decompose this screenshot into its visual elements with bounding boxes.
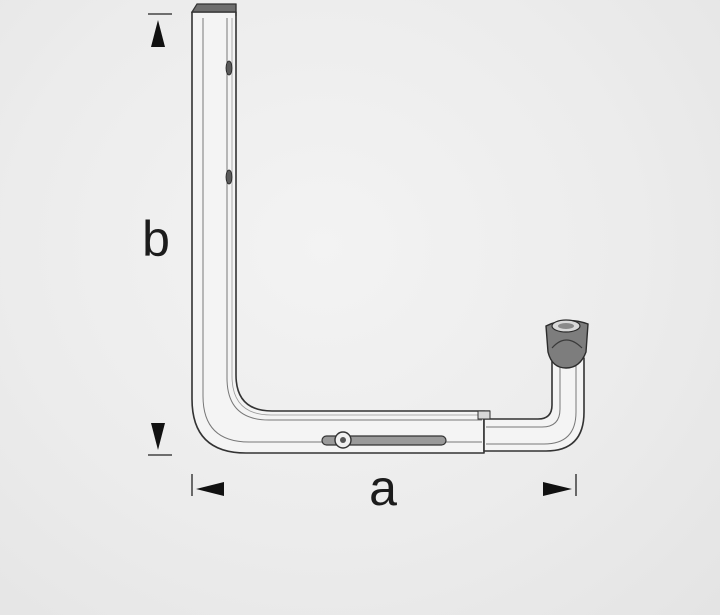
height-top-arrow	[151, 20, 165, 47]
mounting-hole-upper	[225, 60, 233, 76]
bracket-inner-rail-2	[226, 18, 482, 421]
extension-tube	[483, 357, 585, 452]
bracket-inner-rail	[202, 18, 482, 443]
bracket-main-profile	[191, 11, 485, 454]
locking-screw-head	[340, 437, 346, 443]
height-dimension: b	[142, 13, 172, 456]
bracket-top-cap	[190, 3, 237, 13]
height-bottom-arrow	[151, 423, 165, 450]
mounting-hole-lower	[225, 169, 233, 185]
width-dimension: a	[191, 460, 577, 516]
height-label: b	[142, 211, 170, 267]
width-left-arrow	[196, 482, 224, 496]
width-label: a	[369, 460, 397, 516]
wall-bracket	[190, 3, 589, 454]
bracket-inner-rail-3	[231, 18, 482, 416]
end-cap-notch	[551, 339, 583, 349]
adjustment-slot	[321, 435, 447, 446]
extension-tube-rail-2	[486, 362, 577, 445]
extension-joint-face	[477, 410, 491, 420]
width-right-arrow	[543, 482, 572, 496]
end-cap-opening-inner	[558, 323, 574, 329]
extension-tube-rail	[486, 362, 561, 428]
